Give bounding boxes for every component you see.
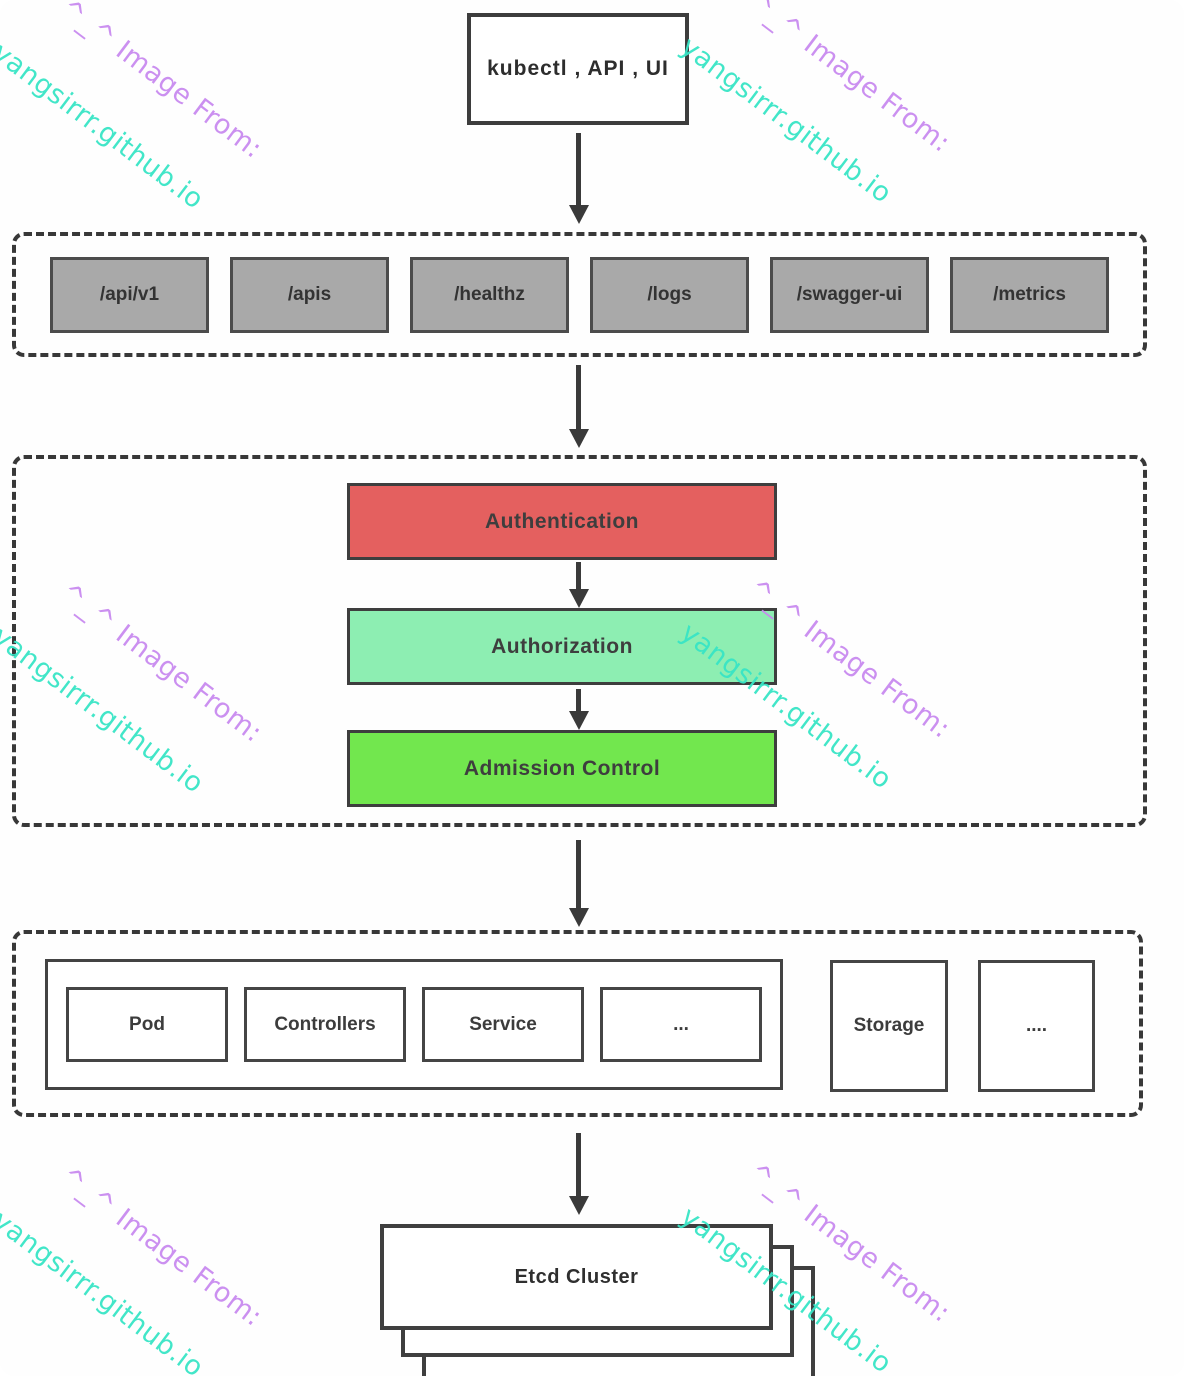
more-node: .... <box>978 960 1095 1092</box>
arrow-authentication-to-authorization <box>576 562 581 589</box>
registry-group: Pod Controllers Service ... Storage .... <box>12 930 1143 1117</box>
arrow-endpoints-to-access <box>576 365 581 429</box>
resource-box-service: Service <box>422 987 584 1062</box>
endpoint-chip-metrics: /metrics <box>950 256 1109 333</box>
resource-box-ellipsis: ... <box>600 987 762 1062</box>
endpoint-chip-logs: /logs <box>590 256 749 333</box>
watermark-line2: yangsirrr.github.io <box>674 31 898 210</box>
client-node-label: kubectl , API , UI <box>487 57 669 80</box>
authentication-node: Authentication <box>347 483 777 560</box>
endpoint-chip-api-v1: /api/v1 <box>50 256 209 333</box>
api-endpoints-group: /api/v1 /apis /healthz /logs /swagger-ui… <box>12 232 1147 357</box>
arrow-client-to-endpoints <box>576 133 581 205</box>
admission-control-node: Admission Control <box>347 730 777 807</box>
etcd-cluster-stack: Etcd Cluster <box>380 1224 820 1376</box>
watermark-line1: ^_^ Image From: <box>54 1161 269 1333</box>
access-control-group: Authentication Authorization Admission C… <box>12 455 1147 827</box>
arrow-registry-to-etcd <box>576 1133 581 1196</box>
watermark-line1: ^_^ Image From: <box>54 0 269 165</box>
watermark-line1: ^_^ Image From: <box>742 0 957 159</box>
resource-box-pod: Pod <box>66 987 228 1062</box>
arrow-access-to-registry <box>576 840 581 908</box>
watermark-line2: yangsirrr.github.io <box>0 37 210 216</box>
resources-container: Pod Controllers Service ... <box>45 959 783 1090</box>
arrow-authorization-to-admission <box>576 689 581 711</box>
resource-box-controllers: Controllers <box>244 987 406 1062</box>
watermark-line2: yangsirrr.github.io <box>0 1205 210 1376</box>
etcd-layer-front: Etcd Cluster <box>380 1224 773 1330</box>
endpoint-chip-apis: /apis <box>230 256 389 333</box>
storage-node: Storage <box>830 960 948 1092</box>
authorization-node: Authorization <box>347 608 777 685</box>
endpoint-chip-swagger-ui: /swagger-ui <box>770 256 929 333</box>
client-node: kubectl , API , UI <box>467 13 689 125</box>
etcd-label: Etcd Cluster <box>514 1265 639 1288</box>
endpoint-chip-healthz: /healthz <box>410 256 569 333</box>
